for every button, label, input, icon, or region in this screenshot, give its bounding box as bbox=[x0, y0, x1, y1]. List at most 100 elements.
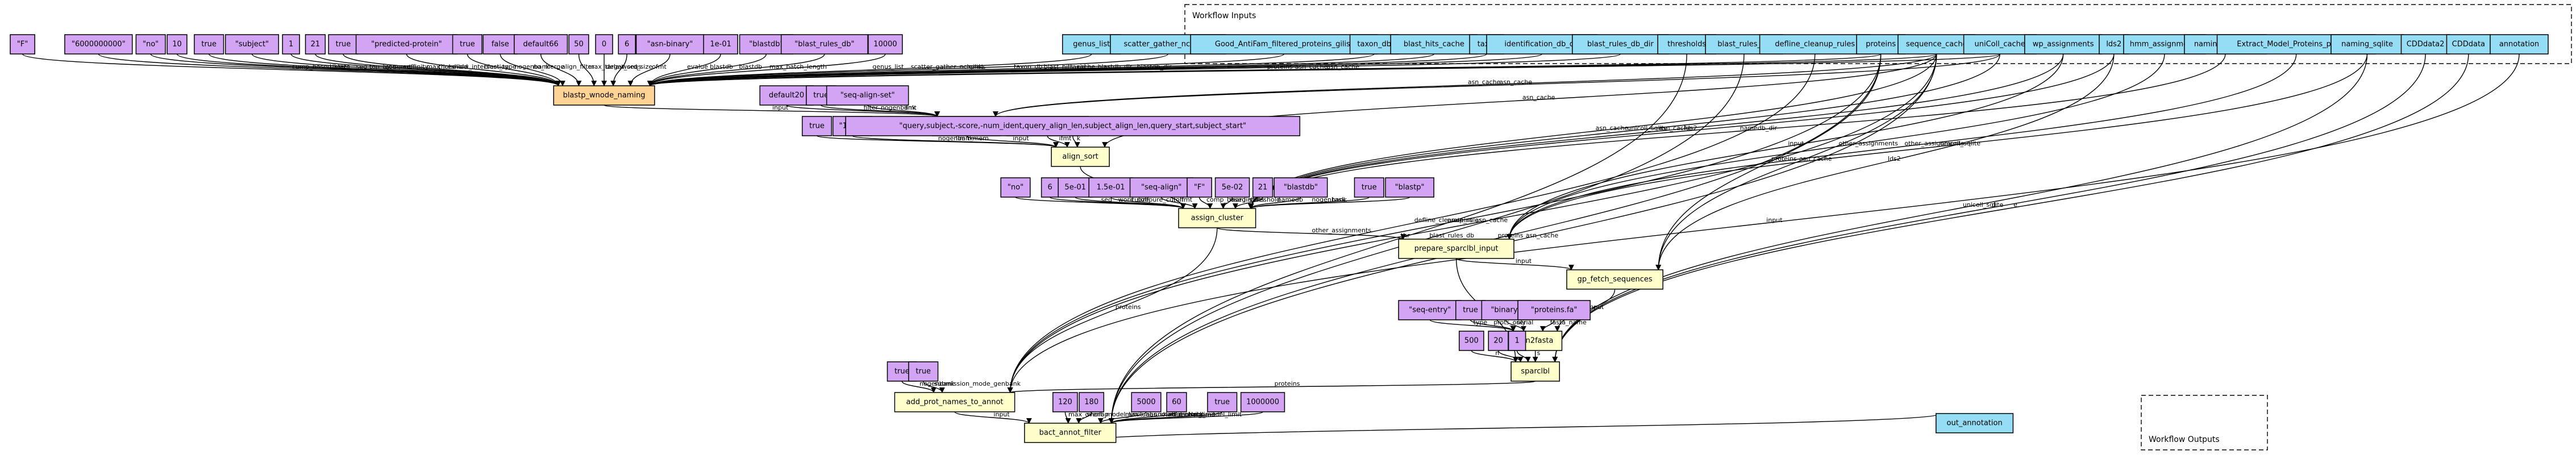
node-i-brdir[interactable]: blast_rules_db_dir bbox=[1572, 34, 1669, 55]
edge-label: asn_cache bbox=[1327, 63, 1360, 70]
param-node-p-ac-15e01[interactable]: 1.5e-01 bbox=[1088, 177, 1133, 198]
param-node-p-ac-6[interactable]: 6 bbox=[1041, 177, 1059, 198]
param-node-p-wsize[interactable]: 6 bbox=[618, 34, 636, 55]
node-i-prot[interactable]: proteins bbox=[1856, 34, 1906, 55]
node-label: "subject" bbox=[235, 40, 269, 49]
param-node-p-ac-no[interactable]: "no" bbox=[1000, 177, 1031, 198]
param-node-p-ac-true[interactable]: true bbox=[1354, 177, 1384, 198]
node-box bbox=[845, 116, 1301, 136]
step-node-s-bwn[interactable]: blastp_wnode_naming bbox=[553, 85, 655, 106]
edge-line bbox=[647, 53, 886, 86]
param-node-p-bldb[interactable]: "blast_rules_db" bbox=[780, 34, 868, 55]
edge-label: blast_rules_db bbox=[1429, 232, 1474, 239]
node-label: true bbox=[1463, 306, 1478, 315]
edge-p-ap-120-to-s-ba: max_overlap bbox=[1064, 411, 1109, 424]
param-node-p-btype[interactable]: "predicted-protein" bbox=[355, 34, 457, 55]
param-node-p-ap-180[interactable]: 180 bbox=[1079, 392, 1105, 412]
param-node-p-a2f-fa[interactable]: "proteins.fa" bbox=[1517, 300, 1591, 320]
param-node-p-topby[interactable]: 10 bbox=[167, 34, 188, 55]
param-node-p-ba-1m[interactable]: 1000000 bbox=[1240, 392, 1285, 412]
param-node-p-comp[interactable]: "F" bbox=[10, 34, 35, 55]
param-node-p-sp-500[interactable]: 500 bbox=[1458, 331, 1484, 351]
param-node-p-evalue[interactable]: 1e-01 bbox=[703, 34, 738, 55]
edge-i-unic-to-s-bwn: asn_cache bbox=[647, 53, 2000, 86]
edge-label: ofmt bbox=[652, 63, 667, 70]
param-node-p-ap-true2[interactable]: true bbox=[908, 361, 939, 382]
node-i-ann[interactable]: annotation bbox=[2490, 34, 2549, 55]
param-node-p-ac-blastp[interactable]: "blastp" bbox=[1385, 177, 1434, 198]
edge-line bbox=[1007, 53, 1937, 393]
node-i-bhcache[interactable]: blast_hits_cache bbox=[1390, 34, 1478, 55]
edge-line bbox=[208, 53, 561, 86]
param-node-p-ac-5e02[interactable]: 5e-02 bbox=[1214, 177, 1250, 198]
edge-label: asn_cache bbox=[1500, 78, 1533, 86]
param-node-p-ba-5000[interactable]: 5000 bbox=[1131, 392, 1162, 412]
param-node-p-af-sas[interactable]: "seq-align-set" bbox=[826, 85, 909, 106]
edge-p-ofmt-to-s-bwn: ofmt bbox=[627, 53, 671, 86]
step-node-s-ap[interactable]: add_prot_names_to_annot bbox=[894, 392, 1016, 412]
edge-s-ac-to-s-ap: proteins bbox=[1007, 227, 1218, 393]
step-node-s-gpf[interactable]: gp_fetch_sequences bbox=[1566, 269, 1663, 290]
node-i-cdd[interactable]: CDDdata bbox=[2446, 34, 2491, 55]
param-node-p-ac-5e01[interactable]: 5e-01 bbox=[1058, 177, 1093, 198]
step-node-s-as[interactable]: align_sort bbox=[1051, 147, 1110, 167]
edge-line bbox=[647, 53, 1092, 86]
param-node-p-dil[interactable]: "6000000000" bbox=[64, 34, 133, 55]
param-node-p-as-query[interactable]: "query,subject,-score,-num_ident,query_a… bbox=[845, 116, 1301, 136]
node-i-cdd2[interactable]: CDDdata2 bbox=[2400, 34, 2450, 55]
param-node-p-ba-60[interactable]: 60 bbox=[1166, 392, 1187, 412]
node-box bbox=[1458, 331, 1484, 351]
param-node-p-ac-sa[interactable]: "seq-align" bbox=[1129, 177, 1193, 198]
param-node-p-sp-1[interactable]: 1 bbox=[1508, 331, 1526, 351]
node-i-dcr[interactable]: defline_cleanup_rules bbox=[1759, 34, 1871, 55]
param-node-p-sp-20[interactable]: 20 bbox=[1488, 331, 1509, 351]
param-node-p-alnfilt[interactable]: default66 bbox=[514, 34, 568, 55]
node-label: "F" bbox=[17, 40, 28, 49]
node-box bbox=[1517, 300, 1591, 320]
edge-label: k bbox=[1077, 135, 1081, 142]
param-node-p-seg[interactable]: "no" bbox=[135, 34, 166, 55]
param-node-p-ac-F[interactable]: "F" bbox=[1187, 177, 1212, 198]
param-node-p-a2f-se[interactable]: "seq-entry" bbox=[1398, 300, 1462, 320]
node-i-nsql[interactable]: naming_sqlite bbox=[2331, 34, 2404, 55]
edge-p-af-sas2-to-s-as: ifmt bbox=[1047, 135, 1072, 148]
step-node-s-ac[interactable]: assign_cluster bbox=[1178, 208, 1256, 228]
step-node-s-sp[interactable]: sparclbl bbox=[1510, 361, 1560, 382]
step-node-s-psi[interactable]: prepare_sparclbl_input bbox=[1398, 239, 1514, 259]
param-node-p-maxjobs[interactable]: 1 bbox=[282, 34, 300, 55]
param-node-p-ac-bdb[interactable]: "blastdb" bbox=[1274, 177, 1328, 198]
node-label: true bbox=[201, 40, 217, 49]
param-node-p-a2f-true[interactable]: true bbox=[1455, 300, 1486, 320]
node-o-out[interactable]: out_annotation bbox=[1936, 413, 2014, 433]
node-i-unic[interactable]: uniColl_cache bbox=[1963, 34, 2037, 55]
edge-label: task bbox=[1332, 196, 1346, 203]
edge-label: proteins bbox=[1116, 303, 1141, 311]
node-label: asn2fasta bbox=[1517, 337, 1554, 345]
param-node-p-ba-true[interactable]: true bbox=[1207, 392, 1238, 412]
node-i-seqc[interactable]: sequence_cache bbox=[1897, 34, 1976, 55]
edge-i-good-to-s-bwn: gilist bbox=[647, 53, 1285, 86]
node-box bbox=[1131, 392, 1162, 412]
node-i-good[interactable]: Good_AntiFam_filtered_proteins_gilist bbox=[1190, 34, 1378, 55]
param-node-p-as-true[interactable]: true bbox=[801, 116, 833, 136]
step-node-s-ba[interactable]: bact_annot_filter bbox=[1024, 423, 1117, 443]
node-label: Good_AntiFam_filtered_proteins_gilist bbox=[1215, 40, 1353, 49]
param-node-p-maxbl[interactable]: 10000 bbox=[868, 34, 903, 55]
edge-line bbox=[820, 105, 940, 117]
param-node-p-def20[interactable]: default20 bbox=[759, 85, 814, 106]
param-node-p-maxts[interactable]: 50 bbox=[568, 34, 589, 55]
param-node-p-delay[interactable]: 0 bbox=[595, 34, 613, 55]
param-node-p-compat[interactable]: true bbox=[194, 34, 224, 55]
param-node-p-ac-21[interactable]: 21 bbox=[1252, 177, 1274, 198]
param-node-p-ap-120[interactable]: 120 bbox=[1052, 392, 1078, 412]
param-node-p-lognb[interactable]: false bbox=[482, 34, 518, 55]
node-i-wp[interactable]: wp_assignments bbox=[2024, 34, 2103, 55]
node-label: 1000000 bbox=[1246, 398, 1279, 407]
param-node-p-eff[interactable]: "subject" bbox=[224, 34, 280, 55]
param-node-p-thr[interactable]: 21 bbox=[305, 34, 326, 55]
param-node-p-allowint[interactable]: true bbox=[328, 34, 359, 55]
param-node-p-ofmt[interactable]: "asn-binary" bbox=[635, 34, 705, 55]
edge-label: input bbox=[1788, 140, 1804, 147]
node-box bbox=[801, 116, 833, 136]
param-node-p-nomerge[interactable]: true bbox=[452, 34, 482, 55]
